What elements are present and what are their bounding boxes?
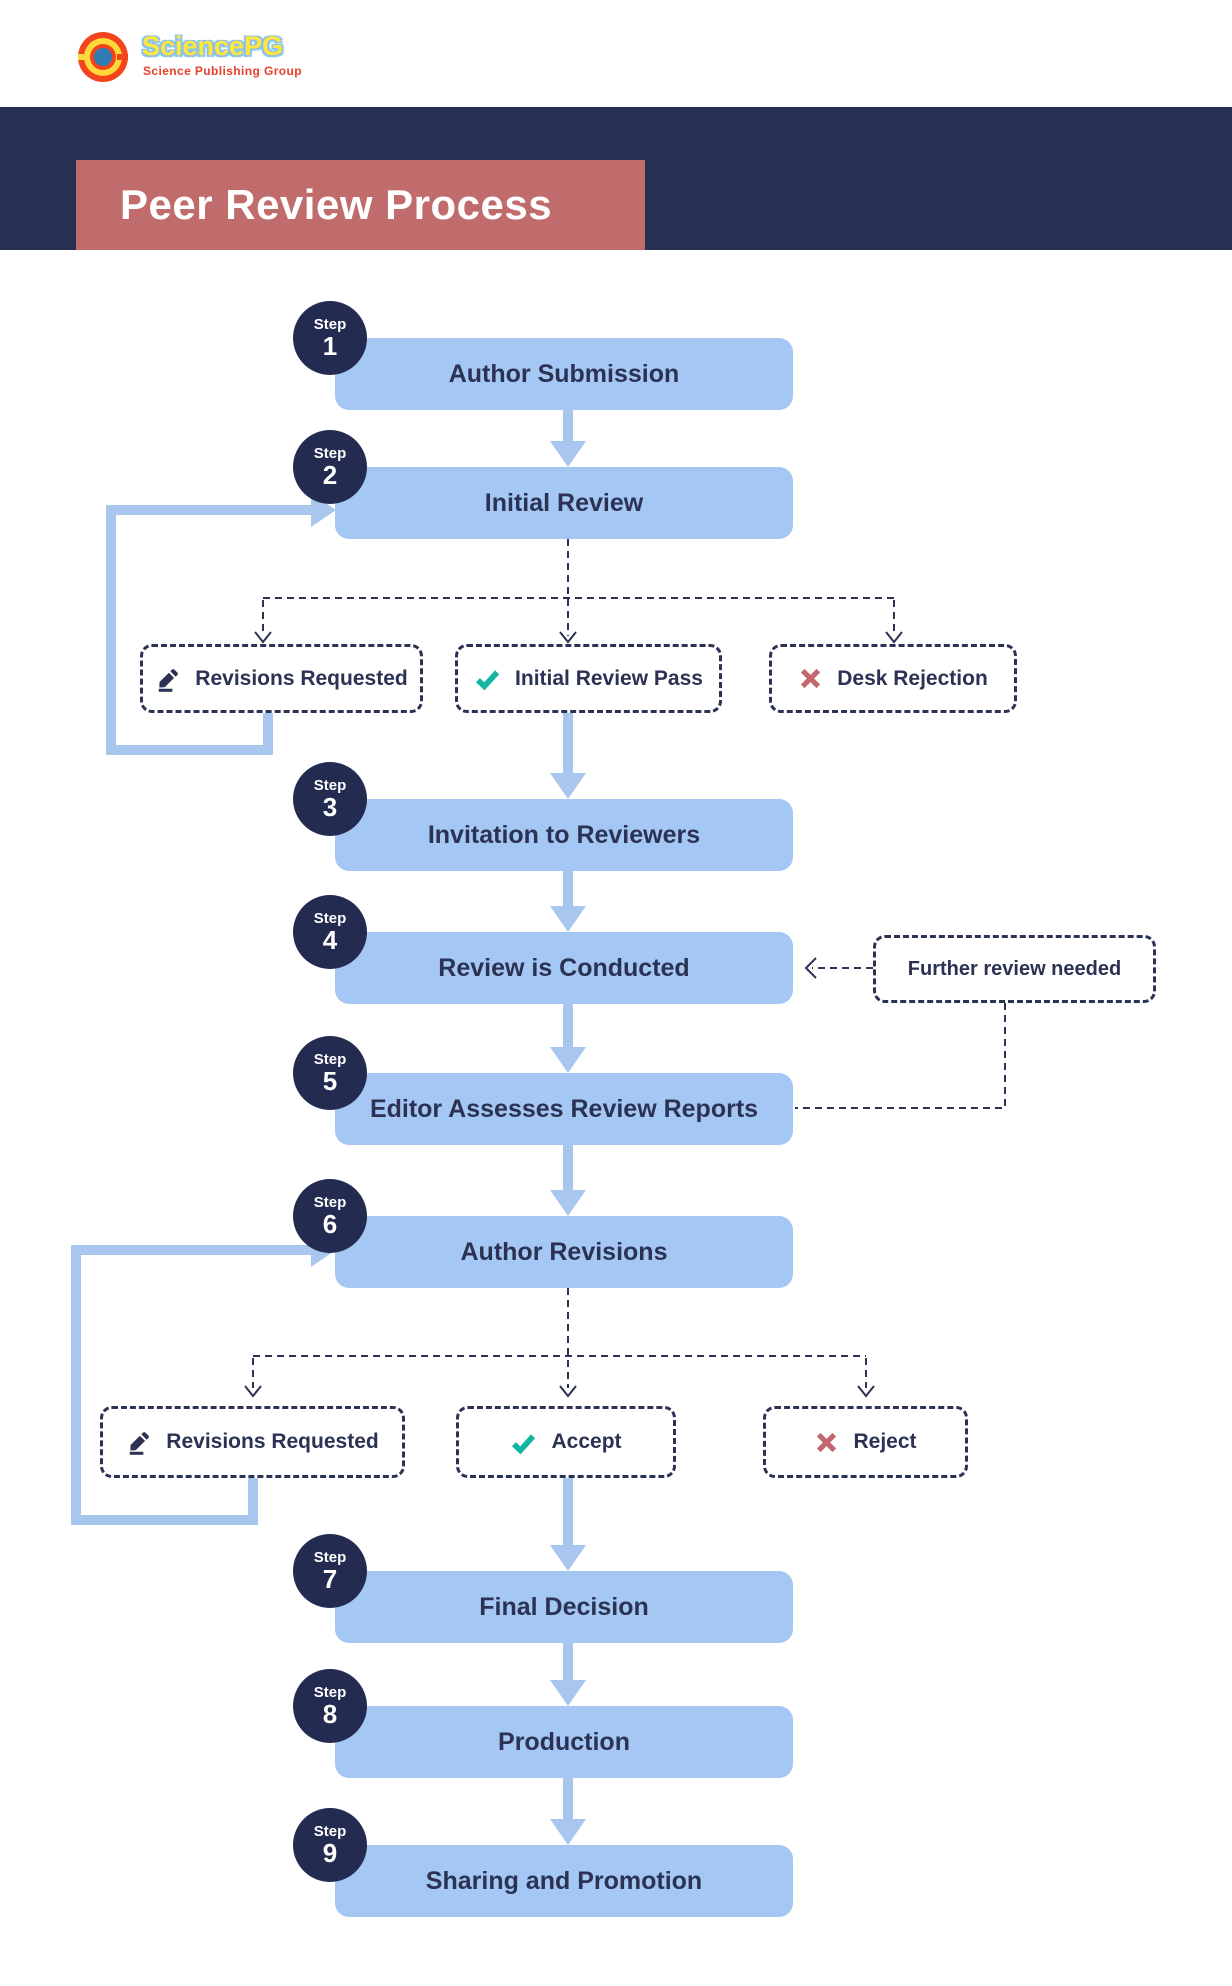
page-title-banner: Peer Review Process bbox=[76, 160, 645, 250]
step-4-badge: Step 4 bbox=[293, 895, 367, 969]
decision-dashed-lines bbox=[252, 539, 1006, 1388]
step-number: 2 bbox=[322, 460, 338, 490]
branch-label: Accept bbox=[551, 1430, 622, 1453]
step-label: Step bbox=[313, 777, 347, 794]
step-title: Editor Assesses Review Reports bbox=[369, 1094, 759, 1123]
step-title: Author Revisions bbox=[460, 1237, 668, 1266]
step-box-invitation-to-reviewers: Invitation to Reviewers bbox=[335, 799, 793, 871]
branch-label: Initial Review Pass bbox=[515, 666, 703, 690]
branch-reject: Reject bbox=[763, 1406, 968, 1478]
step-box-final-decision: Final Decision bbox=[335, 1571, 793, 1643]
step-box-sharing-and-promotion: Sharing and Promotion bbox=[335, 1845, 793, 1917]
step-title: Final Decision bbox=[479, 1592, 649, 1621]
step-label: Step bbox=[313, 1684, 347, 1701]
step-title: Production bbox=[498, 1727, 630, 1756]
step-number: 8 bbox=[322, 1699, 338, 1729]
step-label: Step bbox=[313, 445, 347, 462]
x-icon bbox=[817, 1432, 837, 1452]
step-box-initial-review: Initial Review bbox=[335, 467, 793, 539]
step-label: Step bbox=[313, 1194, 347, 1211]
step-box-author-submission: Author Submission bbox=[335, 338, 793, 410]
step-label: Step bbox=[313, 1549, 347, 1566]
branch-label: Revisions Requested bbox=[195, 666, 408, 690]
step-number: 9 bbox=[322, 1838, 338, 1868]
step-label: Step bbox=[313, 1051, 347, 1068]
note-label: Further review needed bbox=[907, 957, 1122, 980]
step-number: 3 bbox=[322, 792, 338, 822]
pencil-icon bbox=[159, 668, 179, 692]
logo-tagline: Science Publishing Group bbox=[143, 64, 302, 78]
step-number: 1 bbox=[322, 331, 338, 361]
branch-desk-rejection: Desk Rejection bbox=[769, 644, 1017, 713]
step-number: 7 bbox=[322, 1564, 338, 1594]
branch-initial-review-pass: Initial Review Pass bbox=[455, 644, 722, 713]
step-8-badge: Step 8 bbox=[293, 1669, 367, 1743]
step-number: 4 bbox=[322, 925, 338, 955]
step-label: Step bbox=[313, 910, 347, 927]
step-5-badge: Step 5 bbox=[293, 1036, 367, 1110]
step-title: Review is Conducted bbox=[438, 953, 690, 982]
step-3-badge: Step 3 bbox=[293, 762, 367, 836]
flow-arrows bbox=[550, 410, 586, 1845]
check-icon bbox=[512, 1433, 536, 1454]
dashed-arrowheads bbox=[244, 631, 903, 1398]
pencil-icon bbox=[130, 1432, 150, 1455]
step-title: Invitation to Reviewers bbox=[427, 820, 701, 849]
sciencepg-logo-icon bbox=[78, 32, 128, 82]
step-number: 6 bbox=[322, 1209, 338, 1239]
branch-accept: Accept bbox=[456, 1406, 676, 1478]
step-box-review-is-conducted: Review is Conducted bbox=[335, 932, 793, 1004]
x-icon bbox=[801, 668, 821, 689]
note-further-review-needed: Further review needed bbox=[873, 935, 1156, 1003]
step-label: Step bbox=[313, 316, 347, 333]
page-title: Peer Review Process bbox=[120, 181, 553, 228]
step-box-author-revisions: Author Revisions bbox=[335, 1216, 793, 1288]
step-6-badge: Step 6 bbox=[293, 1179, 367, 1253]
branch-revisions-requested-2: Revisions Requested bbox=[100, 1406, 405, 1478]
branch-revisions-requested-1: Revisions Requested bbox=[140, 644, 423, 713]
header-bar: SciencePG Science Publishing Group bbox=[0, 0, 1232, 107]
step-1-badge: Step 1 bbox=[293, 301, 367, 375]
step-box-production: Production bbox=[335, 1706, 793, 1778]
step-2-badge: Step 2 bbox=[293, 430, 367, 504]
step-title: Author Submission bbox=[448, 359, 680, 388]
step-box-editor-assesses-review-reports: Editor Assesses Review Reports bbox=[335, 1073, 793, 1145]
branch-label: Revisions Requested bbox=[166, 1430, 379, 1453]
check-icon bbox=[476, 670, 500, 691]
step-9-badge: Step 9 bbox=[293, 1808, 367, 1882]
logo-brand-text: SciencePG bbox=[142, 31, 284, 61]
step-title: Sharing and Promotion bbox=[425, 1866, 703, 1895]
step-title: Initial Review bbox=[484, 488, 644, 517]
branch-label: Desk Rejection bbox=[837, 666, 988, 690]
branch-label: Reject bbox=[853, 1430, 917, 1453]
step-number: 5 bbox=[322, 1066, 338, 1096]
step-7-badge: Step 7 bbox=[293, 1534, 367, 1608]
step-label: Step bbox=[313, 1823, 347, 1840]
